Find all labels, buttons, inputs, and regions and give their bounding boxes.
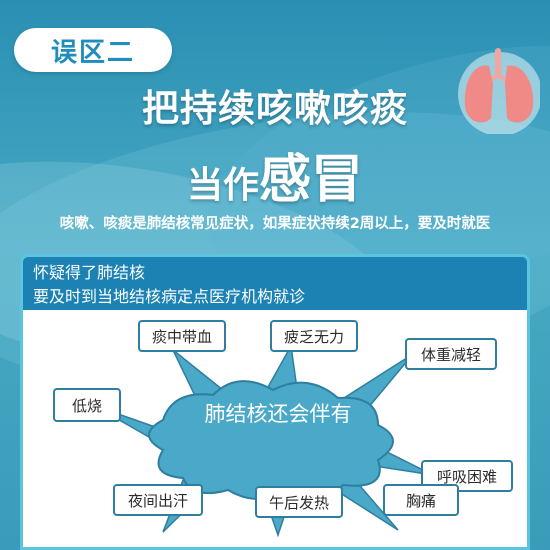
lungs-icon (458, 48, 540, 134)
symptom-panel: 怀疑得了肺结核 要及时到当地结核病定点医疗机构就诊 肺结核还会伴有 痰中带血 疲… (20, 254, 530, 550)
symptom-bubble: 呼吸困难 (421, 460, 513, 492)
watermark: ◉ @人民网 (240, 528, 303, 545)
symptom-bubble: 疲乏无力 (270, 320, 358, 352)
title-line-2: 当作感冒 (0, 137, 550, 212)
title-small: 当作 (186, 165, 259, 206)
description-highlight: 咳嗽、咳痰 (59, 216, 133, 232)
weibo-icon: ◉ (240, 529, 251, 544)
watermark-text: @人民网 (254, 530, 303, 544)
description: 咳嗽、咳痰是肺结核常见症状，如果症状持续2周以上，要及时就医 (0, 212, 550, 233)
panel-body: 肺结核还会伴有 痰中带血 疲乏无力 体重减轻 低烧 呼吸困难 夜间出汗 午后发热… (20, 310, 530, 550)
symptom-bubble: 痰中带血 (138, 320, 226, 352)
myth-badge: 误区二 (14, 28, 172, 72)
symptom-bubble: 体重减轻 (405, 338, 497, 370)
symptom-bubble: 夜间出汗 (113, 484, 203, 516)
panel-line-2: 要及时到当地结核病定点医疗机构就诊 (33, 287, 306, 306)
panel-header: 怀疑得了肺结核 要及时到当地结核病定点医疗机构就诊 (20, 254, 530, 310)
description-text: 是肺结核常见症状，如果症状持续2周以上，要及时就医 (132, 216, 491, 232)
symptom-bubble: 午后发热 (255, 486, 343, 518)
starburst-shape (148, 380, 394, 500)
symptom-bubble: 胸痛 (383, 484, 459, 516)
title-line-1: 把持续咳嗽咳痰 (142, 87, 408, 130)
center-label: 肺结核还会伴有 (204, 402, 352, 426)
panel-line-1: 怀疑得了肺结核 (33, 263, 146, 282)
title-big: 感冒 (259, 150, 364, 210)
badge-label: 误区二 (50, 37, 135, 68)
symptom-bubble: 低烧 (53, 388, 121, 422)
